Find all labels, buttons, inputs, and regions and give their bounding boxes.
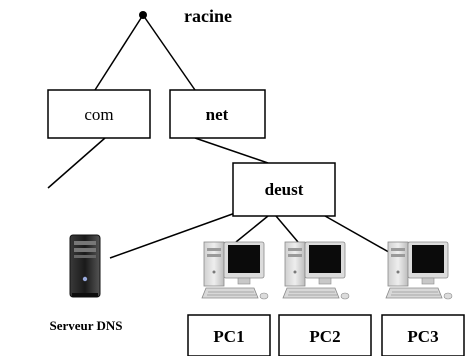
- node-net-box: [169, 89, 266, 139]
- server-tower-icon: [69, 234, 101, 298]
- tree-edges: [47, 14, 395, 259]
- root-node-dot: [139, 11, 147, 19]
- server-label: Serveur DNS: [49, 318, 122, 333]
- edge-deust-pc1: [235, 215, 269, 243]
- edge-deust-pc3: [317, 211, 395, 256]
- edge-root-net: [142, 14, 196, 91]
- pc1-label-box: [187, 314, 271, 356]
- edge-net-deust: [194, 137, 269, 164]
- node-deust-label: deust: [265, 180, 304, 199]
- pc3-label-box: [381, 314, 465, 356]
- edge-com-child: [47, 137, 106, 189]
- pc3-label: PC3: [407, 327, 438, 346]
- edge-root-com: [94, 14, 144, 91]
- node-deust-box: [232, 162, 336, 217]
- edge-deust-pc2: [275, 215, 299, 243]
- edge-deust-server: [109, 211, 239, 259]
- pc1-computer-icon: [201, 241, 269, 300]
- node-com-box: [47, 89, 151, 139]
- pc2-label: PC2: [309, 327, 340, 346]
- pc2-label-box: [278, 314, 372, 356]
- pc1-label: PC1: [213, 327, 244, 346]
- pc2-computer-icon: [282, 241, 350, 300]
- pc3-computer-icon: [385, 241, 453, 300]
- root-label: racine: [184, 6, 232, 26]
- node-net-label: net: [206, 105, 229, 124]
- node-com-label: com: [84, 105, 113, 124]
